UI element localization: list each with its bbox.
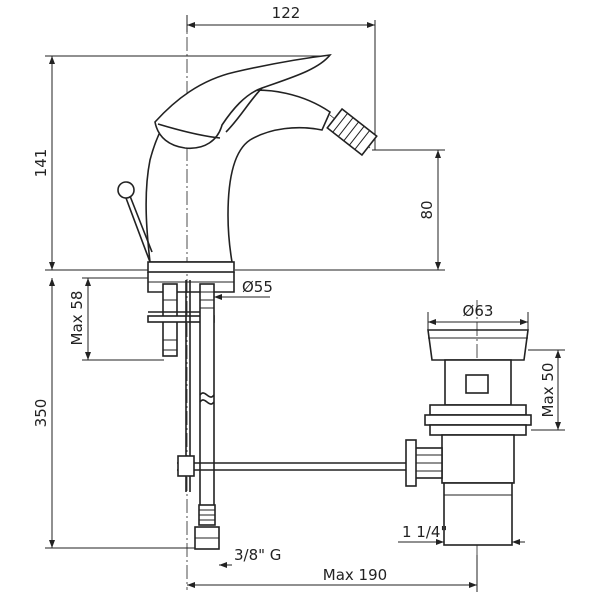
lever-handle: [154, 53, 332, 150]
dim-350: 350: [32, 278, 195, 549]
dim-d63-label: Ø63: [463, 302, 494, 320]
mounting-hardware: [147, 280, 412, 550]
dim-max58: Max 58: [68, 277, 164, 361]
dim-350-label: 350: [32, 399, 50, 428]
inlet-hose: [199, 283, 215, 515]
dim-inlet-thread: 3/8" G: [219, 546, 281, 568]
popup-knob: [117, 181, 135, 199]
dim-waste-thread: 1 1/4": [398, 523, 525, 545]
tail-pipe: [443, 482, 513, 546]
spray-nozzle: [326, 107, 378, 157]
dim-max190: Max 190: [187, 555, 478, 592]
dim-80-label: 80: [418, 200, 436, 219]
dim-max50-label: Max 50: [539, 363, 557, 418]
dim-141: 141: [32, 55, 330, 271]
dim-waste-thread-label: 1 1/4": [402, 523, 447, 541]
dim-max58-label: Max 58: [68, 291, 86, 346]
dim-141-label: 141: [32, 149, 50, 178]
waste-assembly: [405, 329, 532, 546]
dim-80: 80: [235, 149, 445, 271]
dim-122-label: 122: [272, 4, 301, 22]
dim-max50: Max 50: [528, 349, 565, 431]
faucet-base: [147, 261, 235, 273]
dim-d55: Ø55: [214, 278, 273, 300]
dim-inlet-thread-label: 3/8" G: [234, 546, 281, 564]
dim-d63: Ø63: [427, 302, 529, 330]
faucet-body: [117, 53, 332, 293]
dim-max190-label: Max 190: [323, 566, 387, 584]
dim-122: 122: [186, 4, 376, 150]
dim-d55-label: Ø55: [242, 278, 273, 296]
